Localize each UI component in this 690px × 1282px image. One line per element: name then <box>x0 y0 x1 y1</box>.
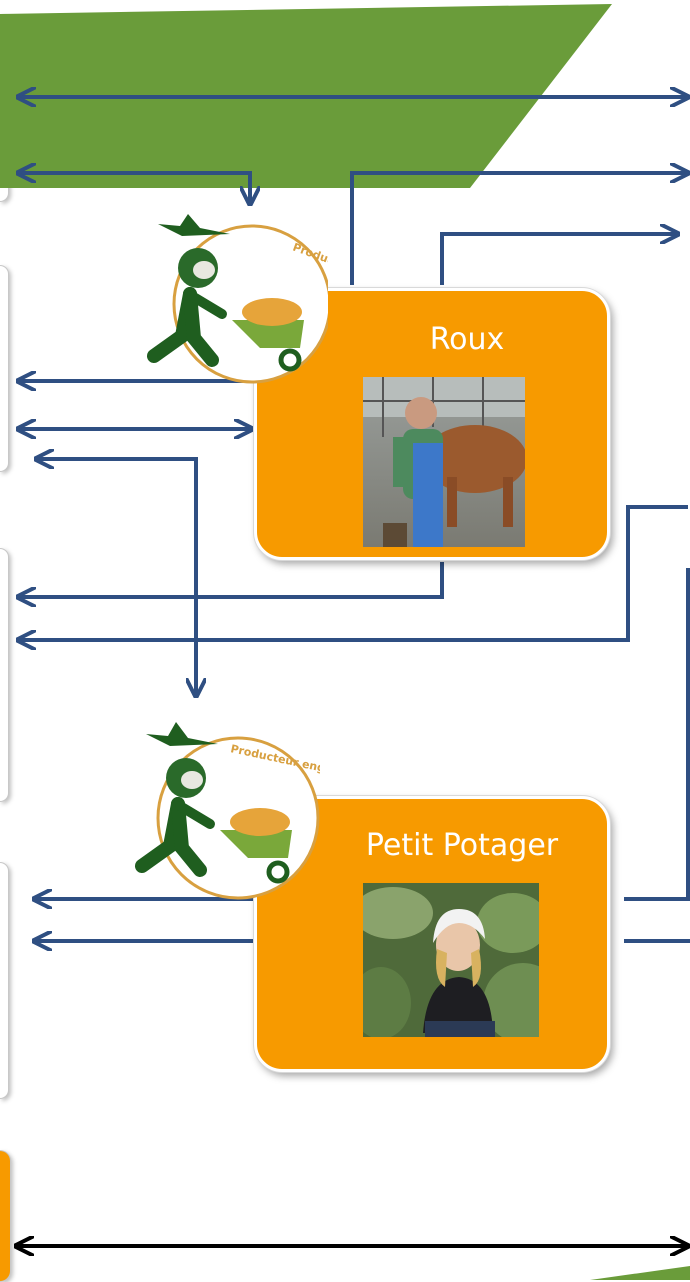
node-petit-potager-label: Petit Potager <box>365 828 559 863</box>
node-roux-label: Roux <box>429 322 505 357</box>
arrow-roux-up-right-1 <box>350 173 688 285</box>
arrow-roux-bottom-left <box>18 562 444 597</box>
roux-photo <box>363 377 525 547</box>
arrow-left-to-potager-badge <box>36 459 196 696</box>
producteur-engage-badge-2: Producteur engagé <box>130 712 348 900</box>
arrow-banner-to-badge <box>18 173 250 204</box>
arrow-potager-right-1 <box>624 568 690 901</box>
petit-potager-photo <box>363 883 539 1037</box>
producteur-engage-badge-1: Producteur engagé <box>142 208 407 388</box>
arrow-roux-up-right-2 <box>440 234 678 285</box>
arrow-right-to-left <box>18 505 688 640</box>
